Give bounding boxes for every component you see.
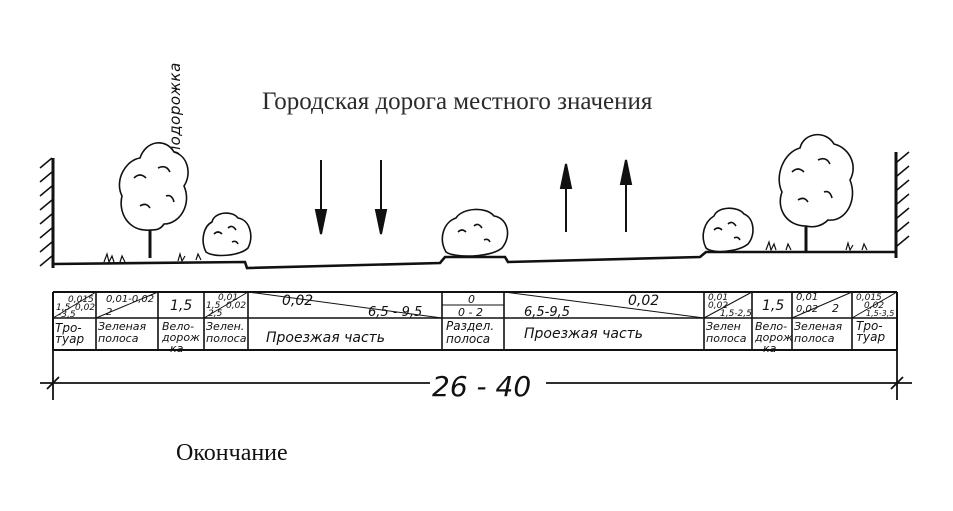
left-sidewalk-width-2: -3,5 (58, 310, 76, 320)
right-bike-width: 1,5 (762, 298, 784, 314)
bush-icon (702, 207, 754, 253)
left-green-inner-width: 1,5 (206, 301, 221, 311)
right-carriageway-slope: 0,02 (628, 293, 659, 309)
left-sidewalk-name: Тро-туар (55, 321, 84, 346)
right-sidewalk-slope: 0,015 (856, 293, 882, 303)
right-building-wall (894, 151, 910, 258)
left-green-outer-slope: 0,01-0,02 (106, 294, 154, 305)
right-sidewalk-name: Тро-туар (856, 319, 885, 344)
left-sidewalk-slope-2: 0,02 (75, 303, 95, 313)
ground-profile (52, 250, 896, 270)
left-carriageway-slope: 0,02 (282, 293, 313, 309)
right-green-outer-slope: 0,01 (796, 292, 818, 303)
left-green-inner-slope: 0,01 (218, 293, 238, 303)
tree-icon (118, 142, 189, 258)
left-carriageway-width: 6,5 - 9,5 (368, 305, 422, 320)
left-sidewalk-slope: 0,015 (68, 295, 94, 305)
profile-table (52, 291, 898, 351)
median-top: 0 (468, 293, 475, 306)
right-carriageway-name: Проезжая часть (524, 326, 643, 342)
right-sidewalk-extra: 0,02 (864, 301, 884, 311)
left-sidewalk-width: 1,5 (56, 303, 71, 313)
bush-icon (202, 212, 252, 257)
grass (103, 239, 868, 264)
diagram-title: Городская дорога местного значения (262, 88, 653, 115)
overall-width-dimension (40, 350, 912, 400)
left-green-outer-width: 2 (106, 307, 112, 318)
right-green-inner-slope: 0,01 (708, 293, 728, 303)
left-bike-width: 1,5 (170, 298, 192, 314)
tree-icon (778, 133, 854, 252)
right-carriageway-width: 6,5-9,5 (524, 305, 570, 320)
left-building-wall (39, 157, 55, 268)
figure-caption: Окончание (176, 440, 288, 466)
right-green-inner-extra: 0,02 (708, 301, 728, 311)
left-green-inner-extra: 0,02 (226, 301, 246, 311)
right-sidewalk-width: 1,5-3,5 (866, 309, 894, 318)
traffic-direction-arrows (314, 159, 633, 235)
right-green-outer-extra: 0,02 (796, 304, 818, 315)
right-green-inner-width: 1,5-2,5 (720, 309, 752, 319)
median-width: 0 - 2 (458, 306, 483, 319)
overall-width-label: 26 - 40 (432, 370, 531, 403)
median-name: Раздел.полоса (446, 319, 494, 346)
bush-icon (441, 208, 509, 257)
left-carriageway-name: Проезжая часть (266, 330, 385, 346)
left-green-inner-name: Зелен.полоса (206, 320, 247, 345)
right-green-outer-width: 2 (832, 302, 839, 315)
left-green-inner-width-2: 2,5 (208, 309, 223, 319)
